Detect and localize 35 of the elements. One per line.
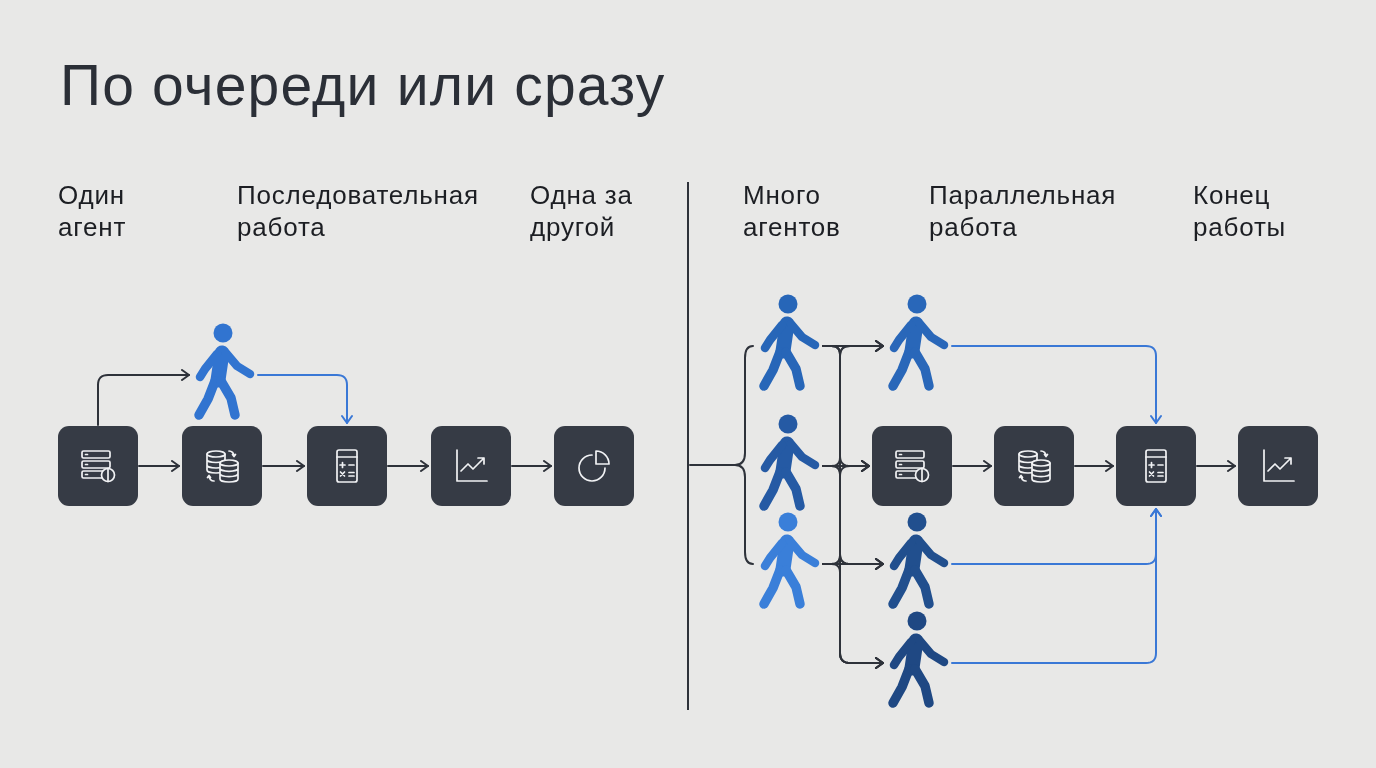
walking-person-icon [886,512,950,609]
icon-tile [307,426,387,506]
column-heading: Конец работы [1193,179,1288,243]
column-heading: Одна за другой [530,179,634,243]
icon-tile [994,426,1074,506]
icon-tile [1116,426,1196,506]
arrow [257,374,353,424]
arrow [387,460,429,472]
walking-person-icon [757,294,821,391]
column-heading: Один агент [58,179,128,243]
column-heading: Параллельная работа [929,179,1118,243]
icon-tile [182,426,262,506]
arrow [97,369,190,426]
diagram-title: По очереди или сразу [60,53,666,117]
walking-person-icon [757,414,821,511]
arrow [952,460,992,472]
walking-person-icon [886,294,950,391]
arrow [138,460,180,472]
column-heading: Много агентов [743,179,842,243]
arrow [262,460,305,472]
icon-tile [58,426,138,506]
arrow [1196,460,1236,472]
icon-tile [872,426,952,506]
icon-tile [554,426,634,506]
arrow [951,345,1162,424]
column-heading: Последовательная работа [237,179,480,243]
arrow [951,508,1162,664]
arrow [822,563,884,669]
walking-person-icon [757,512,821,609]
walking-person-icon [192,323,256,420]
arrow [511,460,552,472]
icon-tile [1238,426,1318,506]
arrow [1074,460,1114,472]
icon-tile [431,426,511,506]
walking-person-icon [886,611,950,708]
